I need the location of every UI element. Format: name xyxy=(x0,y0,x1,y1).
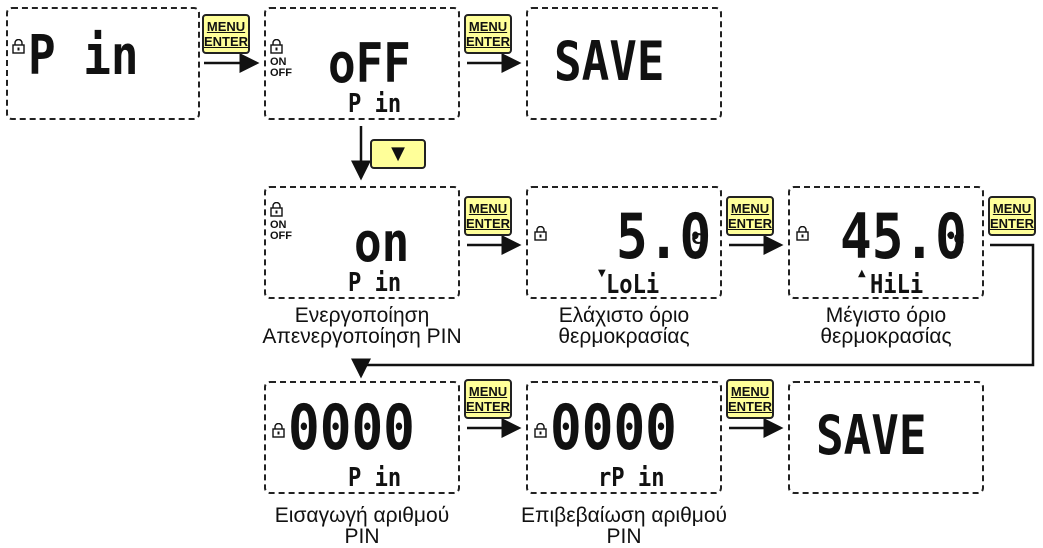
lcd-main-text: SAVE xyxy=(554,30,665,93)
lock-icon xyxy=(796,226,809,241)
lock-icon xyxy=(270,39,283,54)
celsius-unit: °C xyxy=(684,230,703,248)
lock-icon xyxy=(534,226,547,241)
lock-icon xyxy=(270,202,283,217)
display-pin: P in xyxy=(6,7,200,120)
display-save: SAVE xyxy=(526,7,722,120)
lcd-main-text: on xyxy=(354,211,410,274)
up-triangle-icon: ▲ xyxy=(858,268,866,279)
down-triangle-icon: ▼ xyxy=(598,268,606,279)
lcd-sub-text: P in xyxy=(348,268,402,298)
lcd-main-text: 5.0 xyxy=(616,200,712,273)
lcd-sub-text: rP in xyxy=(598,463,665,493)
lcd-main-text: SAVE xyxy=(816,404,927,467)
arrow-high-to-enter xyxy=(351,243,1035,379)
lcd-sub-text: P in xyxy=(348,463,402,493)
display-save: SAVE xyxy=(788,381,984,494)
lcd-main-text: 45.0 xyxy=(840,200,967,273)
display-pin-entry: 0000 P in xyxy=(264,381,460,494)
lcd-sub-text: P in xyxy=(348,89,402,119)
lock-icon xyxy=(534,423,547,438)
lcd-main-text: P in xyxy=(28,24,139,87)
display-high-limit: 45.0 °C ▲ HiLi xyxy=(788,186,984,299)
lcd-main-text: 0000 xyxy=(550,391,677,464)
celsius-unit: °C xyxy=(946,230,965,248)
lcd-sub-text: HiLi xyxy=(870,270,924,300)
display-low-limit: 5.0 °C ▼ LoLi xyxy=(526,186,722,299)
lcd-sub-text: LoLi xyxy=(606,270,660,300)
display-pin-confirm: 0000 rP in xyxy=(526,381,722,494)
lock-icon xyxy=(12,39,25,54)
lcd-main-text: 0000 xyxy=(288,391,415,464)
down-arrow-button: ▼ xyxy=(370,139,426,169)
lock-icon xyxy=(272,423,285,438)
lcd-main-text: oFF xyxy=(328,32,411,95)
